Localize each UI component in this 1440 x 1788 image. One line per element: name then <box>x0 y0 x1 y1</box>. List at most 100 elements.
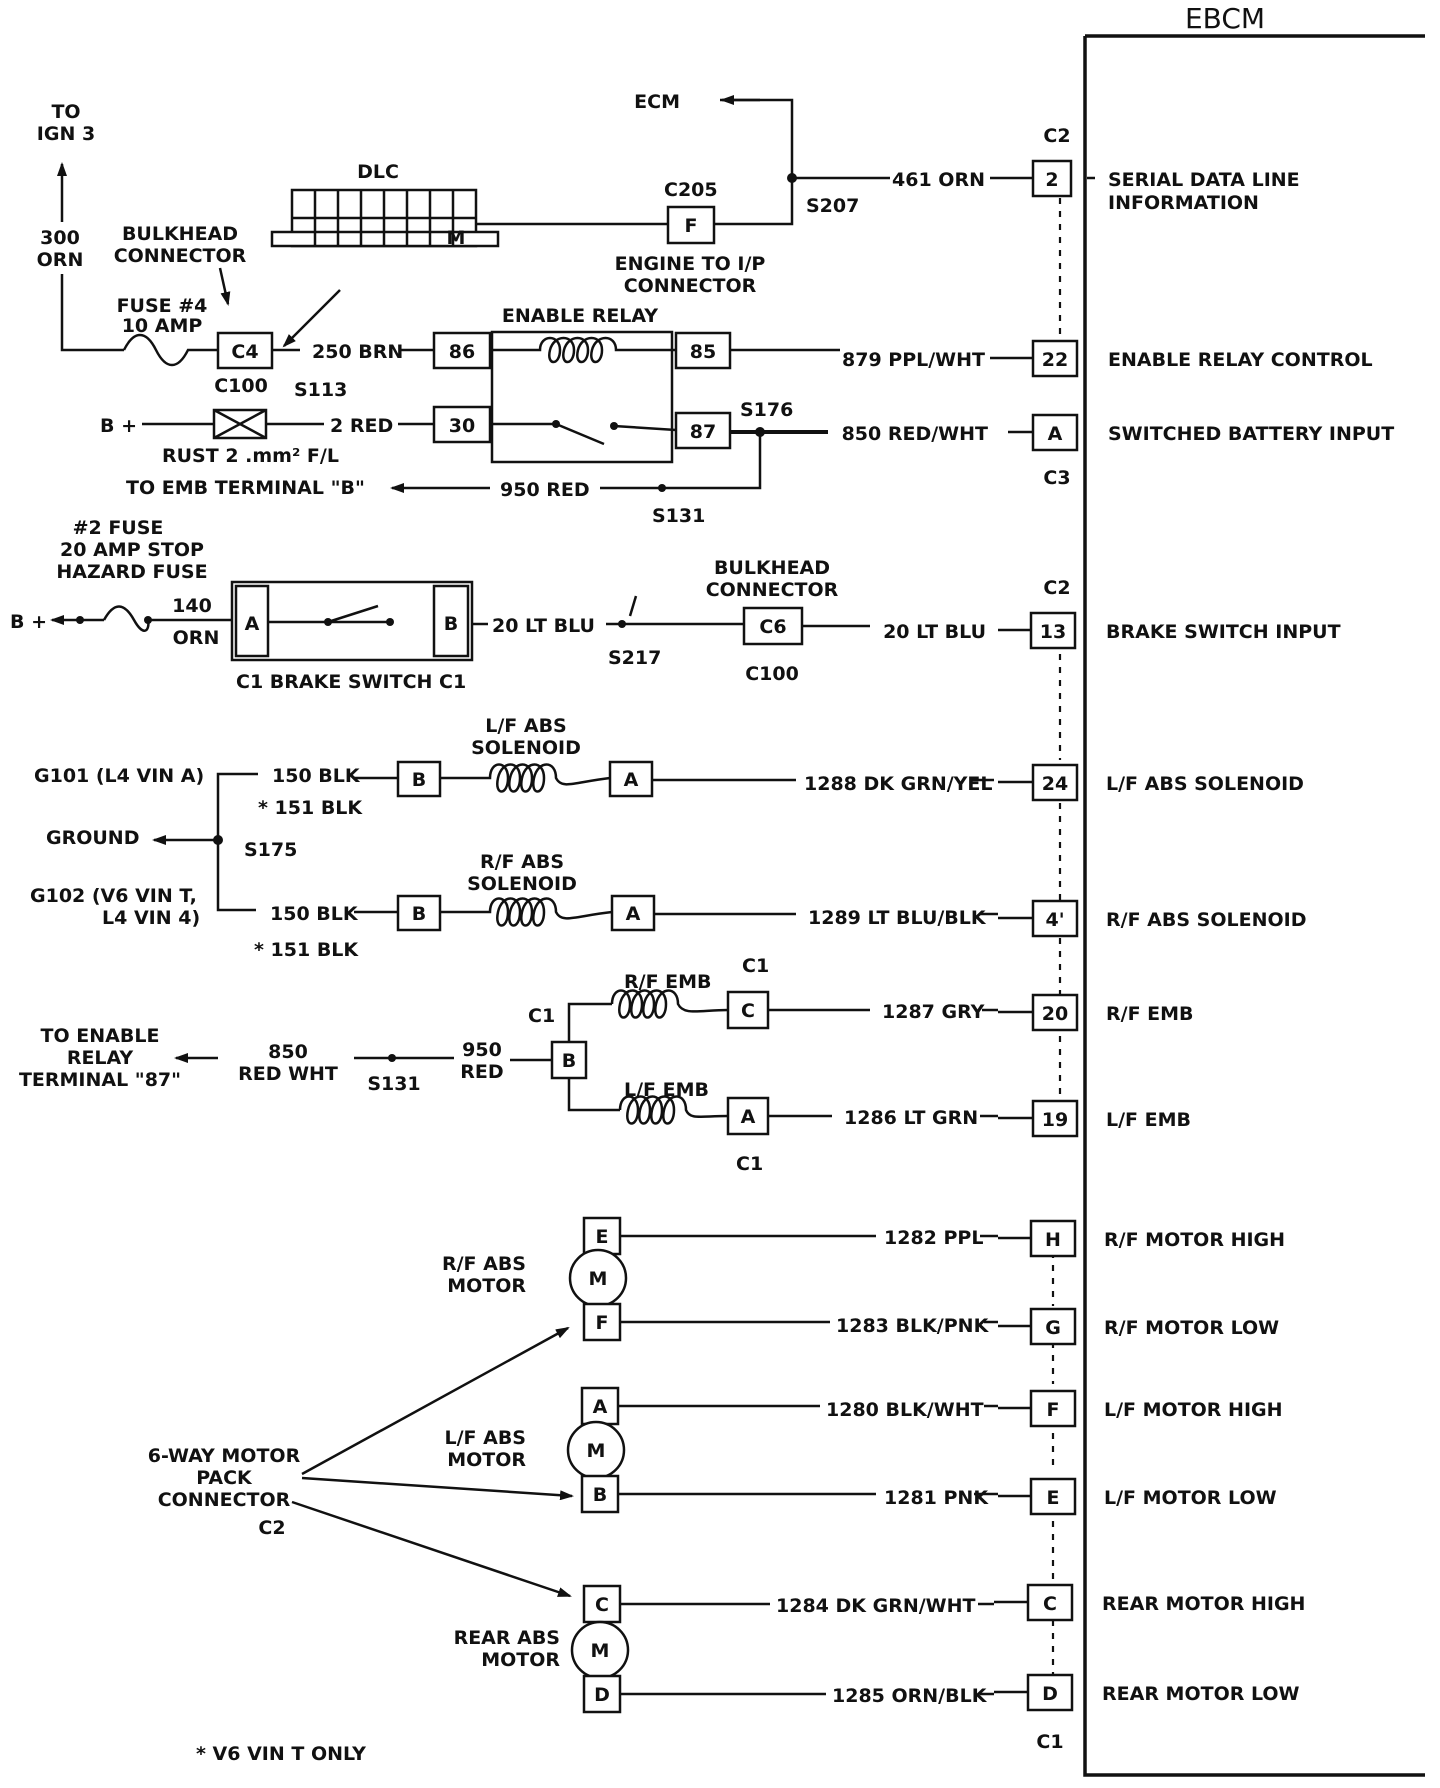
abs-solenoids: G101 (L4 VIN A) GROUND G102 (V6 VIN T, L… <box>30 715 998 961</box>
lf-emb-coil <box>618 1095 729 1125</box>
bplus-brake-label: B + <box>10 611 47 633</box>
wire-150-rf-label: 150 BLK <box>270 903 359 925</box>
rear-motor-label-2: MOTOR <box>481 1649 560 1671</box>
lf-motor-m: M <box>587 1440 606 1462</box>
fuse-4-symbol <box>122 333 218 367</box>
wire-1286-label: 1286 LT GRN <box>844 1107 978 1129</box>
wire-950-emb-label: 950 <box>462 1039 502 1061</box>
serial-data-label-2: INFORMATION <box>1108 192 1259 214</box>
ebcm-pin-G: G R/F MOTOR LOW <box>998 1307 1279 1346</box>
bulkhead-label-1: BULKHEAD <box>122 223 238 245</box>
brake-switch-input-label: BRAKE SWITCH INPUT <box>1106 621 1341 643</box>
motor-pack-label-2: PACK <box>196 1467 253 1489</box>
wire-950-top-label: 950 RED <box>500 479 590 501</box>
ebcm-pin-A-c3: A 850 RED/WHT SWITCHED BATTERY INPUT <box>842 413 1394 452</box>
pin-E-number: E <box>1047 1487 1060 1509</box>
pin-24-number: 24 <box>1042 773 1068 795</box>
to-enable-relay-2: RELAY <box>67 1047 134 1069</box>
bulkhead-label-2: CONNECTOR <box>114 245 247 267</box>
wire-1282-label: 1282 PPL <box>884 1227 983 1249</box>
emb-c1-top: C1 <box>742 955 769 977</box>
fuse2-label-3: HAZARD FUSE <box>56 561 207 583</box>
emb-c1-left: C1 <box>528 1005 555 1027</box>
c2-label-top: C2 <box>1043 125 1070 147</box>
motor-pack-label-4: C2 <box>258 1517 285 1539</box>
brake-switch-t-b: B <box>444 613 458 635</box>
g102-label-1: G102 (V6 VIN T, <box>30 885 197 907</box>
relay-t87-label: 87 <box>690 421 716 443</box>
dlc-label: DLC <box>357 161 399 183</box>
ebcm-pin-F: F L/F MOTOR HIGH <box>998 1389 1283 1428</box>
pin-22-number: 22 <box>1042 349 1068 371</box>
lf-motor-t-b: B <box>593 1484 607 1506</box>
relay-t30-label: 30 <box>449 415 475 437</box>
wire-879-label: 879 PPL/WHT <box>842 349 985 371</box>
c100-top-label: C100 <box>214 375 268 397</box>
rf-abs-solenoid-ebcm-label: R/F ABS SOLENOID <box>1106 909 1306 931</box>
s131-top-label: S131 <box>652 505 705 527</box>
s175-label: S175 <box>244 839 297 861</box>
rust-label: RUST 2 .mm² F/L <box>162 445 339 467</box>
pin-19-number: 19 <box>1042 1109 1068 1131</box>
wire-950-emb-color: RED <box>460 1061 503 1083</box>
s176-label: S176 <box>740 399 793 421</box>
lf-motor-label-2: MOTOR <box>447 1449 526 1471</box>
brake-switch-t-a: A <box>245 613 260 635</box>
relay-t86-label: 86 <box>449 341 475 363</box>
ebcm-title: EBCM <box>1185 2 1265 35</box>
c2-label-mid: C2 <box>1043 577 1070 599</box>
rf-motor-high-label: R/F MOTOR HIGH <box>1104 1229 1285 1251</box>
c100-brake-label: C100 <box>745 663 799 685</box>
c1-label-bottom: C1 <box>1036 1731 1063 1753</box>
fuse4-amp-label: 10 AMP <box>122 315 203 337</box>
c205-label: C205 <box>664 179 718 201</box>
lf-abs-solenoid-ebcm-label: L/F ABS SOLENOID <box>1106 773 1304 795</box>
s113-label: S113 <box>294 379 347 401</box>
abs-motors: R/F ABS MOTOR E M F 1282 PPL 1283 BLK/PN… <box>148 1216 998 1714</box>
rear-motor-m: M <box>591 1640 610 1662</box>
engine-to-ip-label-1: ENGINE TO I/P <box>615 253 766 275</box>
rf-solenoid-label-2: SOLENOID <box>467 873 577 895</box>
c3-label: C3 <box>1043 467 1070 489</box>
wire-1284-label: 1284 DK GRN/WHT <box>776 1595 976 1617</box>
serial-data-label-1: SERIAL DATA LINE <box>1108 169 1300 191</box>
c4-label: C4 <box>231 341 258 363</box>
lf-sol-t-a: A <box>624 769 639 791</box>
rf-solenoid-label-1: R/F ABS <box>480 851 564 873</box>
rear-motor-label-1: REAR ABS <box>454 1627 560 1649</box>
ebcm-pin-H: H R/F MOTOR HIGH <box>998 1219 1285 1258</box>
ebcm-pin-24: 24 L/F ABS SOLENOID <box>998 763 1304 802</box>
lf-solenoid-label-2: SOLENOID <box>471 737 581 759</box>
to-emb-label: TO EMB TERMINAL "B" <box>126 477 365 499</box>
g101-label: G101 (L4 VIN A) <box>34 765 204 787</box>
ebcm-pin-C: C REAR MOTOR HIGH <box>994 1583 1305 1622</box>
c6-label: C6 <box>759 616 786 638</box>
emb-t-b: B <box>562 1050 576 1072</box>
to-enable-relay-3: TERMINAL "87" <box>19 1069 181 1091</box>
rf-sol-t-a: A <box>626 903 641 925</box>
enable-relay-label: ENABLE RELAY <box>502 305 658 327</box>
s217-label: S217 <box>608 647 661 669</box>
wire-1281-label: 1281 PNK <box>884 1487 989 1509</box>
g102-label-2: L4 VIN 4) <box>102 907 200 929</box>
ebcm-module: EBCM C2 C3 C2 C1 <box>1036 2 1425 1777</box>
wire-300-color-label: ORN <box>37 249 84 271</box>
to-ign-label: TO <box>51 101 80 123</box>
wire-1285-label: 1285 ORN/BLK <box>832 1685 988 1707</box>
wire-850-label: 850 RED/WHT <box>842 423 988 445</box>
splice-s131-top <box>658 484 666 492</box>
pin-F-number: F <box>1047 1399 1060 1421</box>
ground-label: GROUND <box>46 827 139 849</box>
ebcm-pin-19: 19 L/F EMB <box>998 1099 1191 1138</box>
ebcm-pin-13: 13 20 LT BLU BRAKE SWITCH INPUT <box>883 611 1341 650</box>
lf-motor-low-label: L/F MOTOR LOW <box>1104 1487 1277 1509</box>
ignition-feed: TO IGN 3 300 ORN FUSE #4 10 AMP BULKHEAD… <box>37 101 434 401</box>
ebcm-pin-E: E L/F MOTOR LOW <box>998 1477 1277 1516</box>
fuse2-label-2: 20 AMP STOP <box>60 539 204 561</box>
footnote: * V6 VIN T ONLY <box>196 1743 366 1765</box>
lf-emb-t-a: A <box>741 1106 756 1128</box>
to-enable-relay-1: TO ENABLE <box>41 1025 160 1047</box>
wire-140-label: 140 <box>172 595 212 617</box>
motor-pack-label-1: 6-WAY MOTOR <box>148 1445 301 1467</box>
pin-G-number: G <box>1045 1317 1061 1339</box>
